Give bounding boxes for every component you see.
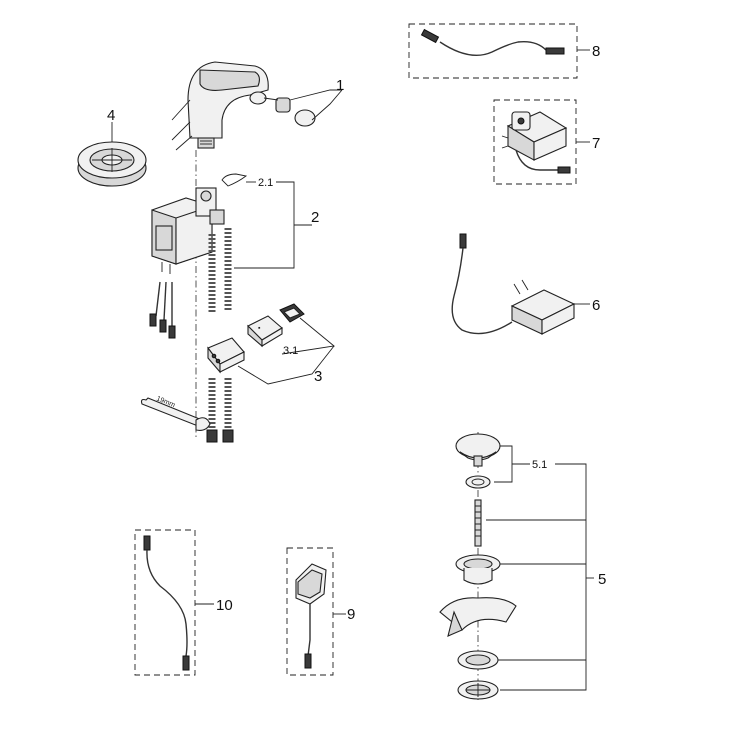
box-item-8 (408, 23, 578, 79)
hose-nut-left (206, 429, 218, 443)
drain-plug-cap (455, 433, 501, 467)
label-10: 10 (216, 597, 233, 614)
drain-rod (474, 499, 482, 547)
plug-washer (465, 475, 491, 489)
transformer-7 (501, 111, 571, 174)
box-item-10 (134, 529, 196, 676)
label-3-1: 3.1 (283, 345, 298, 357)
leader-1 (289, 89, 342, 101)
connection-cable-8 (420, 28, 565, 56)
label-5-1: 5.1 (532, 459, 547, 471)
bracket-2 (234, 181, 295, 269)
label-6: 6 (592, 297, 600, 314)
label-8: 8 (592, 43, 600, 60)
wrench-tool (140, 397, 211, 431)
battery-cover (279, 303, 305, 323)
power-adapter-6 (451, 233, 576, 335)
label-4: 4 (107, 107, 115, 124)
bracket-5 (500, 463, 587, 691)
drain-assembly-5 (439, 432, 517, 700)
faucet-assembly: 1 2.1 2 (140, 61, 344, 443)
retaining-clip (221, 173, 248, 187)
control-valve-box (151, 187, 225, 274)
aerator-parts (249, 91, 316, 127)
label-5: 5 (598, 571, 606, 588)
drain-body (457, 680, 499, 700)
sensor-cables (149, 281, 176, 339)
faucet-spout (171, 61, 269, 151)
label-9: 9 (347, 606, 355, 623)
battery-box-large (207, 337, 245, 374)
drain-flange (455, 554, 501, 585)
sensor-module-9 (295, 563, 327, 669)
svg-text:▪: ▪ (258, 325, 261, 332)
label-1: 1 (336, 77, 344, 94)
hose-nut-right (222, 429, 234, 443)
bracket-3 (237, 345, 335, 385)
label-2: 2 (311, 209, 319, 226)
battery-box-small: ▪ (247, 315, 283, 348)
label-3: 3 (314, 368, 322, 385)
extension-cable-10 (143, 535, 190, 671)
label-2-1: 2.1 (258, 177, 273, 189)
leader-1b (311, 89, 343, 121)
decorative-disc (77, 141, 147, 187)
box-item-9 (286, 547, 334, 676)
label-7: 7 (592, 135, 600, 152)
